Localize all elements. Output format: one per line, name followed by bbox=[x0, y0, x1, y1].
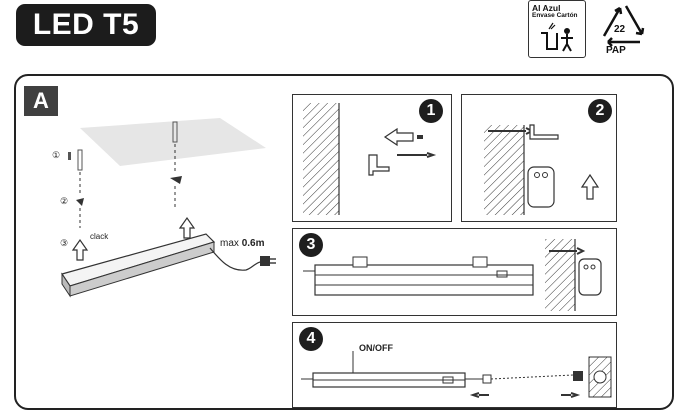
up-arrow-icon bbox=[580, 173, 600, 200]
cable bbox=[490, 374, 574, 380]
step3-panel: 3 bbox=[292, 228, 617, 316]
step2-number: 2 bbox=[588, 99, 612, 123]
lamp-profile bbox=[527, 166, 555, 208]
section-label: A bbox=[24, 86, 58, 116]
product-title: LED T5 bbox=[16, 4, 156, 46]
screw-icon bbox=[549, 247, 586, 255]
plug-icon bbox=[573, 371, 583, 381]
step1-drawing bbox=[303, 103, 437, 215]
switch-icon bbox=[496, 270, 508, 278]
clack-label: clack bbox=[90, 232, 109, 241]
step4-number: 4 bbox=[299, 327, 323, 351]
recycle-label-line1: Al Azul bbox=[532, 3, 561, 13]
pap-number: 22 bbox=[614, 24, 626, 35]
recycle-label-line2: Envase Cartón bbox=[532, 12, 578, 19]
recycling-marks: Al Azul Envase Cartón 22 PAP bbox=[528, 0, 678, 60]
step3-drawing bbox=[303, 239, 602, 311]
right-arrow-icon bbox=[561, 392, 581, 398]
screw-icon bbox=[397, 152, 437, 158]
clip-icon bbox=[472, 256, 488, 268]
clip-icon bbox=[529, 124, 559, 140]
wall-plug bbox=[77, 149, 83, 171]
max-prefix: max bbox=[220, 238, 239, 249]
step4-panel: 4 ON/OFF bbox=[292, 322, 617, 408]
up-arrow-icon bbox=[71, 238, 89, 261]
screw bbox=[68, 152, 71, 160]
step4-drawing bbox=[301, 351, 612, 398]
clip-icon bbox=[352, 256, 368, 268]
lamp-body bbox=[314, 264, 534, 296]
lamp-body bbox=[61, 233, 216, 287]
recycle-triangle-icon bbox=[602, 5, 645, 47]
clip-icon bbox=[368, 154, 390, 176]
max-value: 0.6m bbox=[241, 238, 265, 249]
blue-container-logo: Al Azul Envase Cartón bbox=[528, 0, 586, 58]
plug-icon bbox=[260, 256, 270, 266]
wall-hatch bbox=[484, 125, 524, 215]
wall-hatch bbox=[303, 103, 339, 215]
clip-right bbox=[170, 176, 182, 184]
connector-icon bbox=[482, 374, 492, 384]
up-arrow-icon bbox=[178, 216, 196, 239]
switch-icon bbox=[442, 376, 454, 384]
lamp-profile bbox=[578, 258, 602, 296]
left-arrow-icon bbox=[469, 392, 489, 398]
bin-person-icon bbox=[541, 22, 573, 52]
wall-plug bbox=[172, 121, 178, 143]
step1-panel: 1 bbox=[292, 94, 452, 222]
step1-number: 1 bbox=[419, 99, 443, 123]
cable bbox=[209, 247, 261, 271]
step2-drawing bbox=[484, 124, 600, 215]
step2-panel: 2 bbox=[461, 94, 617, 222]
step2-marker: ② bbox=[60, 196, 69, 206]
step1-marker: ① bbox=[52, 150, 61, 160]
wall-hatch bbox=[545, 239, 575, 311]
onoff-label: ON/OFF bbox=[359, 343, 393, 353]
left-arrow-icon bbox=[383, 127, 414, 147]
step3-number: 3 bbox=[299, 233, 323, 257]
clip-left bbox=[76, 198, 84, 206]
pap-label: PAP bbox=[606, 45, 626, 56]
instructions-frame bbox=[14, 74, 674, 410]
overview-illustration bbox=[61, 118, 276, 298]
step3-marker: ③ bbox=[60, 238, 69, 248]
max-length-label: max 0.6m bbox=[220, 238, 264, 249]
